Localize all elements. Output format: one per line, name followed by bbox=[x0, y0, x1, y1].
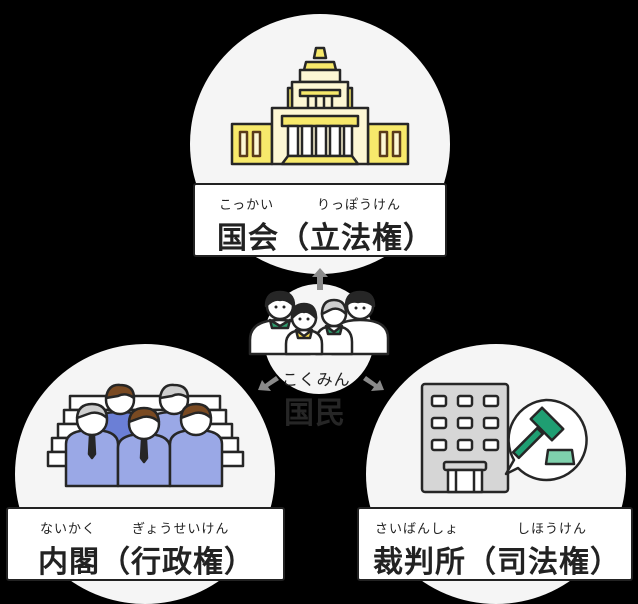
executive-ruby-right: ぎょうせいけん bbox=[132, 522, 230, 537]
arrow-up-icon bbox=[312, 268, 328, 290]
arrow-down-left-icon bbox=[258, 376, 279, 391]
judicial-label-box: さいばんしょ しほうけん 裁判所（司法権） bbox=[357, 507, 633, 581]
citizens-label: 国民 bbox=[284, 396, 346, 431]
legislative-label: 国会（立法権） bbox=[217, 221, 434, 256]
citizens-ruby: こくみん bbox=[282, 370, 351, 389]
judicial-ruby-right: しほうけん bbox=[517, 522, 588, 537]
legislative-label-box: こっかい りっぽうけん 国会（立法権） bbox=[193, 183, 447, 257]
executive-ruby-left: ないかく bbox=[40, 522, 97, 537]
diet-building-icon bbox=[230, 46, 410, 166]
legislative-ruby-left: こっかい bbox=[219, 198, 275, 213]
cabinet-members-icon bbox=[46, 383, 245, 488]
judicial-ruby-left: さいばんしょ bbox=[375, 522, 460, 537]
legislative-ruby-right: りっぽうけん bbox=[317, 198, 402, 213]
courthouse-gavel-icon bbox=[420, 382, 588, 494]
arrow-down-right-icon bbox=[363, 376, 384, 391]
citizens-group-icon bbox=[248, 290, 390, 356]
executive-label: 内閣（行政権） bbox=[38, 545, 255, 580]
judicial-label: 裁判所（司法権） bbox=[373, 545, 621, 580]
executive-label-box: ないかく ぎょうせいけん 内閣（行政権） bbox=[6, 507, 285, 581]
